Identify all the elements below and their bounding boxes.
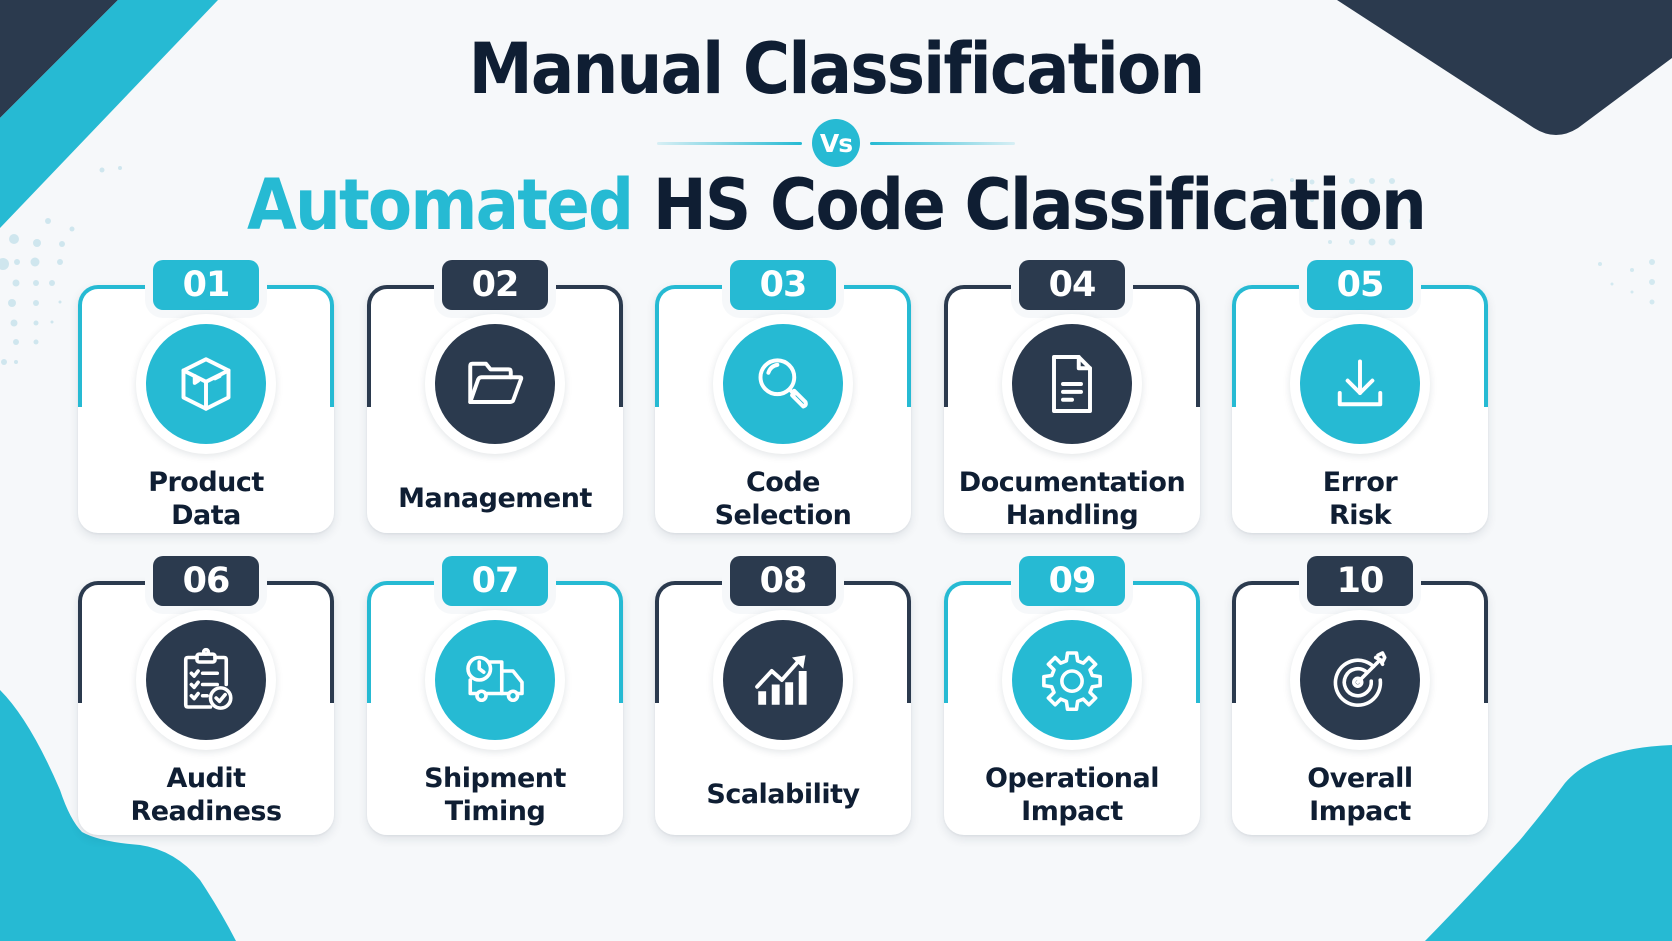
gear-icon (1012, 620, 1132, 740)
download-icon (1300, 324, 1420, 444)
growth-chart-icon (723, 620, 843, 740)
title-accent-word: Automated (246, 164, 634, 246)
icon-ring (713, 610, 853, 750)
label-line: Error (1322, 467, 1398, 498)
corner-shape-navy-top-right (1337, 0, 1672, 135)
icon-ring (1290, 610, 1430, 750)
number-badge: 10 (1307, 556, 1413, 606)
card-scalability: 08 Scalability (655, 556, 911, 835)
number-badge: 06 (153, 556, 259, 606)
card-code-selection: 03 Code Selection (655, 260, 911, 533)
card-shipment-timing: 07 Shipment Timing (367, 556, 623, 835)
number-badge: 09 (1019, 556, 1125, 606)
number-badge: 03 (730, 260, 836, 310)
wave-shape-teal-bottom-left (0, 690, 236, 941)
label-line: Impact (1309, 796, 1411, 827)
delivery-truck-clock-icon (435, 620, 555, 740)
dot-pattern-right (1270, 177, 1655, 305)
card-label: Product Data (78, 466, 334, 532)
number-badge: 01 (153, 260, 259, 310)
label-line: Management (398, 483, 592, 514)
box-icon (146, 324, 266, 444)
label-line: Timing (444, 796, 546, 827)
icon-ring (1002, 610, 1142, 750)
folder-icon (435, 324, 555, 444)
label-line: Audit (166, 763, 246, 794)
icon-ring (136, 314, 276, 454)
label-line: Readiness (130, 796, 282, 827)
number-badge: 05 (1307, 260, 1413, 310)
label-line: Handling (1005, 500, 1139, 531)
card-audit-readiness: 06 Audit (78, 556, 334, 835)
icon-ring (425, 610, 565, 750)
label-line: Risk (1328, 500, 1392, 531)
label-line: Code (745, 467, 821, 498)
label-line: Impact (1021, 796, 1123, 827)
vs-divider: Vs (0, 118, 1672, 168)
label-line: Scalability (706, 779, 860, 810)
card-label: Audit Readiness (78, 762, 334, 828)
wave-shape-teal-bottom-right (1425, 745, 1672, 941)
icon-ring (425, 314, 565, 454)
icon-ring (1290, 314, 1430, 454)
number-badge: 07 (442, 556, 548, 606)
header: Manual Classification Vs Automated HS Co… (0, 0, 1672, 250)
title-manual-classification: Manual Classification (468, 28, 1206, 110)
icon-ring (136, 610, 276, 750)
label-line: Product (148, 467, 264, 498)
card-label: Management (367, 482, 623, 515)
magnifier-icon (723, 324, 843, 444)
number-badge: 04 (1019, 260, 1125, 310)
card-documentation-handling: 04 Documentation Handling (944, 260, 1200, 533)
card-overall-impact: 10 Overall Impact (1232, 556, 1488, 835)
divider-line-right (870, 141, 1015, 145)
label-line: Selection (714, 500, 852, 531)
dot-pattern-left (0, 166, 122, 365)
document-icon (1012, 324, 1132, 444)
card-error-risk: 05 Error Risk (1232, 260, 1488, 533)
card-label: Shipment Timing (367, 762, 623, 828)
card-label: Overall Impact (1232, 762, 1488, 828)
card-operational-impact: 09 Operational Impact (944, 556, 1200, 835)
vs-badge: Vs (812, 119, 860, 167)
diagonal-band-teal (0, 0, 218, 228)
card-label: Documentation Handling (944, 466, 1200, 532)
number-badge: 02 (442, 260, 548, 310)
title-automated-classification: Automated HS Code Classification (67, 164, 1605, 246)
icon-ring (713, 314, 853, 454)
card-management: 02 Management (367, 260, 623, 533)
clipboard-check-icon (146, 620, 266, 740)
card-label: Operational Impact (944, 762, 1200, 828)
label-line: Documentation (958, 467, 1186, 498)
card-label: Scalability (655, 778, 911, 811)
number-badge: 08 (730, 556, 836, 606)
target-arrow-icon (1300, 620, 1420, 740)
title-rest: HS Code Classification (652, 164, 1427, 246)
card-label: Error Risk (1232, 466, 1488, 532)
label-line: Overall (1307, 763, 1413, 794)
icon-ring (1002, 314, 1142, 454)
divider-line-left (657, 141, 802, 145)
card-label: Code Selection (655, 466, 911, 532)
card-product-data: 01 Product Data (78, 260, 334, 533)
label-line: Data (171, 500, 241, 531)
label-line: Operational (984, 763, 1160, 794)
label-line: Shipment (424, 763, 566, 794)
